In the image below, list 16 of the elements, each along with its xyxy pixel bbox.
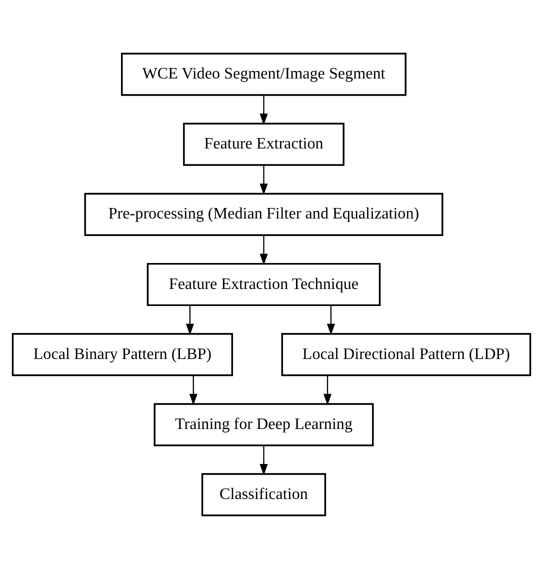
arrow [260, 446, 268, 476]
node-box: Feature Extraction Technique [146, 262, 381, 306]
arrow [260, 235, 268, 266]
arrow [189, 376, 198, 406]
arrow [260, 165, 268, 196]
arrow [186, 306, 194, 336]
node-box: Classification [201, 473, 326, 516]
node-box: WCE Video Segment/Image Segment [121, 52, 406, 96]
arrow [323, 376, 332, 406]
node-box: Pre-processing (Median Filter and Equalization) [84, 192, 444, 236]
arrow [260, 95, 268, 126]
node-box: Local Binary Pattern (LBP) [12, 333, 234, 376]
node-box: Feature Extraction [183, 122, 344, 166]
arrow [326, 306, 335, 336]
node-box: Local Directional Pattern (LDP) [281, 333, 532, 376]
node-box: Training for Deep Learning [154, 403, 374, 446]
